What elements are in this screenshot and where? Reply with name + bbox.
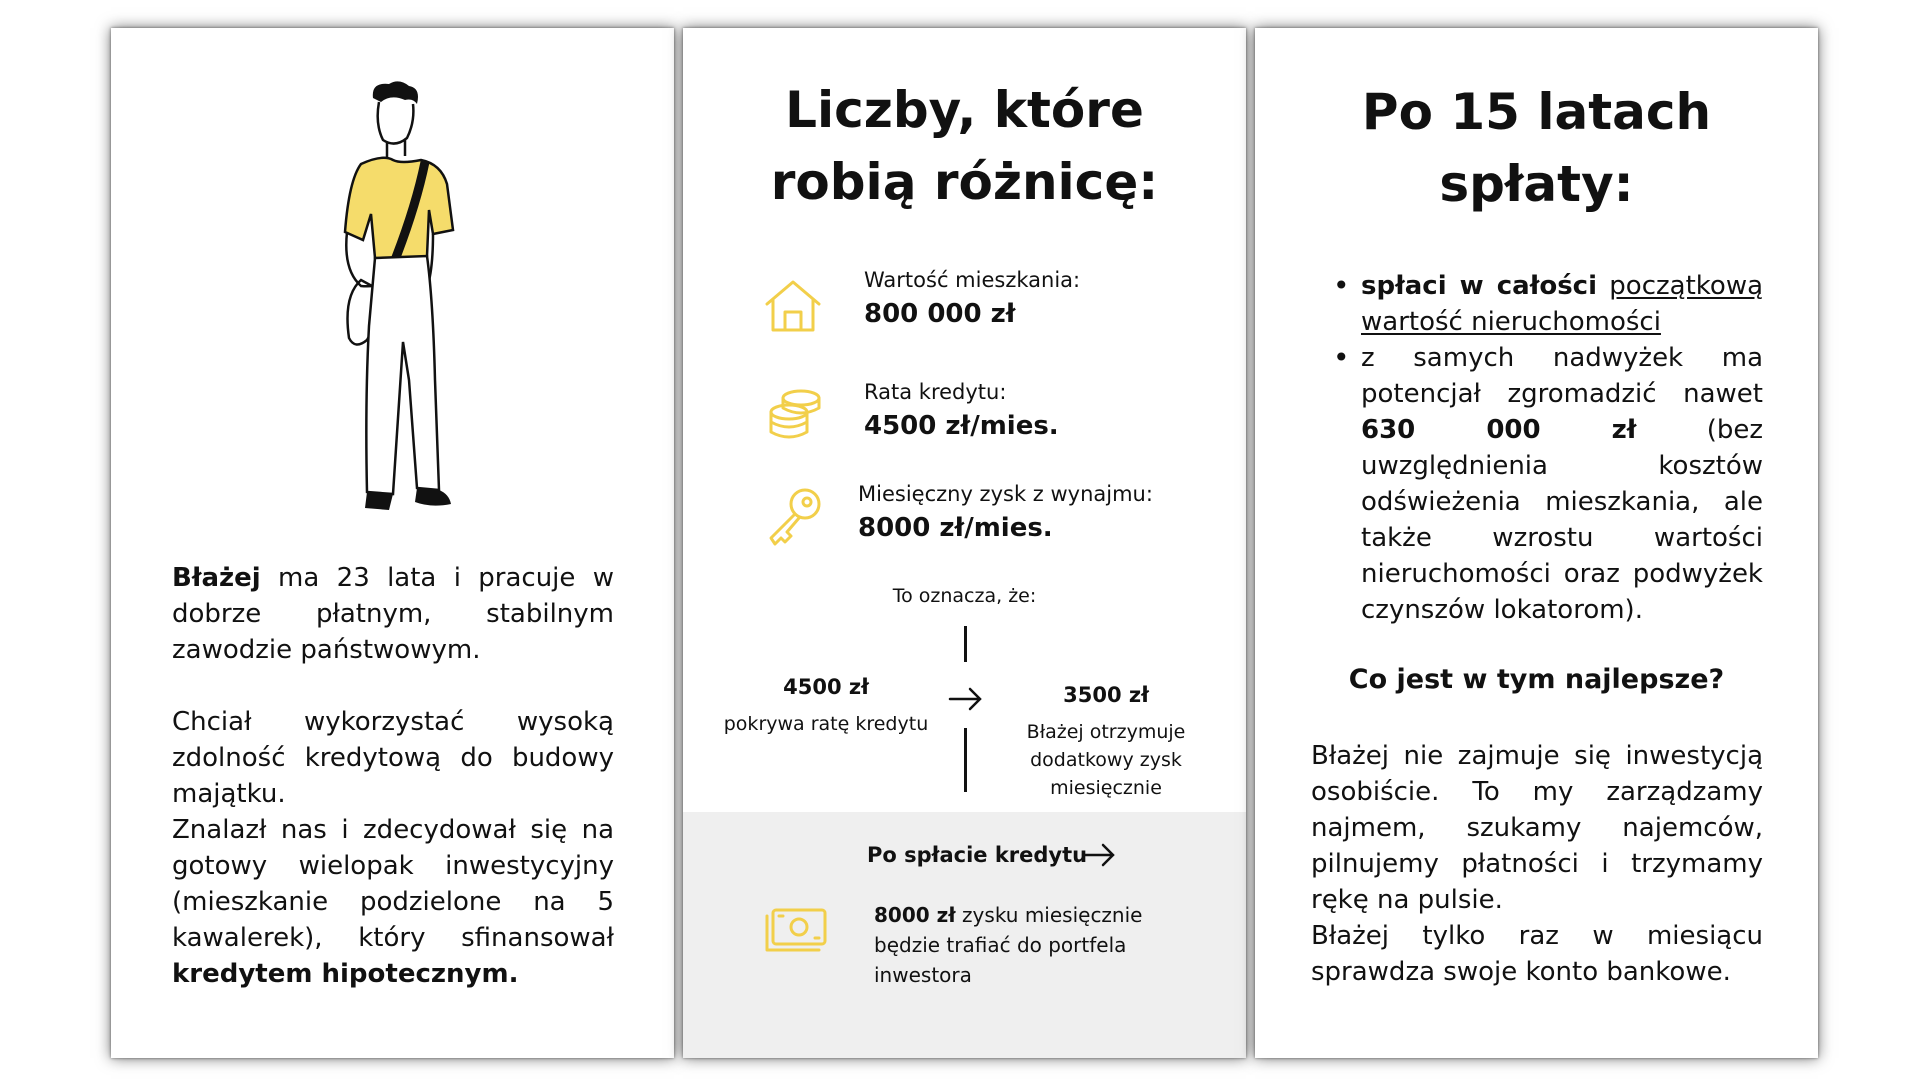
outcome-item-repay: spłaci w całości początkową wartość nier… bbox=[1333, 268, 1763, 340]
house-icon bbox=[765, 280, 821, 332]
split-right-value: 3500 zł bbox=[1063, 683, 1149, 707]
intro-text: ma 23 lata i pracuje w dobrze płatnym, s… bbox=[172, 563, 614, 665]
person-illustration bbox=[343, 81, 455, 510]
outcome-list: spłaci w całości początkową wartość nier… bbox=[1333, 268, 1763, 628]
numbers-title-line1: Liczby, które bbox=[785, 81, 1144, 139]
arrow-right-icon bbox=[1081, 843, 1115, 867]
stat-label-rent-profit: Miesięczny zysk z wynajmu: bbox=[858, 482, 1153, 506]
after-text-2: będzie trafiać do portfela bbox=[874, 933, 1127, 957]
outcome-surplus-post: (bez uwzględnienia kosztów odświeżenia m… bbox=[1361, 415, 1763, 625]
years-title-line2: spłaty: bbox=[1439, 155, 1634, 213]
outcome-item-surplus: z samych nadwyżek ma potencjał zgromadzi… bbox=[1333, 340, 1763, 628]
panel-client-story: Błażej ma 23 lata i pracuje w dobrze pła… bbox=[111, 28, 674, 1058]
stat-label-value: Wartość mieszkania: bbox=[864, 268, 1081, 292]
divider-bottom bbox=[964, 728, 967, 792]
stat-label-installment: Rata kredytu: bbox=[864, 380, 1007, 404]
key-icon bbox=[769, 488, 821, 546]
person-name: Błażej bbox=[172, 563, 261, 593]
years-title-line1: Po 15 latach bbox=[1361, 83, 1712, 141]
panel-after-15-years: Po 15 latach spłaty: spłaci w całości po… bbox=[1255, 28, 1818, 1058]
mortgage-text: kredytem hipotecznym. bbox=[172, 959, 519, 989]
purchase-paragraph: Znalazł nas i zdecydował się na gotowy w… bbox=[172, 812, 614, 992]
numbers-title-line2: robią różnicę: bbox=[770, 153, 1159, 211]
bank-check-paragraph: Błażej tylko raz w miesiącu sprawdza swo… bbox=[1311, 921, 1763, 987]
after-repayment-box: Po spłacie kredytu 8000 zł zysku miesięc… bbox=[683, 812, 1246, 1058]
outcome-surplus-pre: z samych nadwyżek ma potencjał zgromadzi… bbox=[1361, 343, 1763, 409]
split-right-desc-1: Błażej otrzymuje bbox=[1026, 721, 1186, 743]
banknote-icon bbox=[765, 908, 827, 952]
after-amount: 8000 zł bbox=[874, 903, 956, 927]
split-left-value: 4500 zł bbox=[783, 675, 869, 699]
means-label: To oznacza, że: bbox=[892, 585, 1037, 607]
stat-value-apartment: 800 000 zł bbox=[864, 299, 1016, 329]
after-text-1: zysku miesięcznie bbox=[955, 903, 1143, 927]
after-text-3: inwestora bbox=[874, 963, 972, 987]
split-right-desc-2: dodatkowy zysk bbox=[1030, 749, 1182, 771]
goal-paragraph: Chciał wykorzystać wysoką zdolność kredy… bbox=[172, 707, 614, 809]
purchase-text: Znalazł nas i zdecydował się na gotowy w… bbox=[172, 815, 614, 953]
split-right-desc-3: miesięcznie bbox=[1050, 777, 1162, 799]
best-part-heading: Co jest w tym najlepsze? bbox=[1348, 664, 1725, 695]
outcome-surplus-amount: 630 000 zł bbox=[1361, 415, 1637, 445]
panel-key-numbers: Liczby, które robią różnicę: Wartość mie… bbox=[683, 28, 1246, 1058]
intro-paragraph: Błażej ma 23 lata i pracuje w dobrze pła… bbox=[172, 560, 614, 668]
divider-top bbox=[964, 626, 967, 662]
management-paragraph: Błażej nie zajmuje się inwestycją osobiś… bbox=[1311, 741, 1763, 915]
arrow-right-icon bbox=[948, 687, 982, 711]
outcome-repay-bold: spłaci w całości bbox=[1361, 271, 1598, 301]
outcome-repay-underline: początkową wartość nieruchomości bbox=[1361, 271, 1764, 337]
split-left-desc: pokrywa ratę kredytu bbox=[723, 713, 929, 735]
after-repayment-label: Po spłacie kredytu bbox=[867, 843, 1088, 867]
stat-value-installment: 4500 zł/mies. bbox=[864, 411, 1059, 441]
coins-icon bbox=[769, 389, 821, 439]
stat-value-rent-profit: 8000 zł/mies. bbox=[858, 513, 1053, 543]
